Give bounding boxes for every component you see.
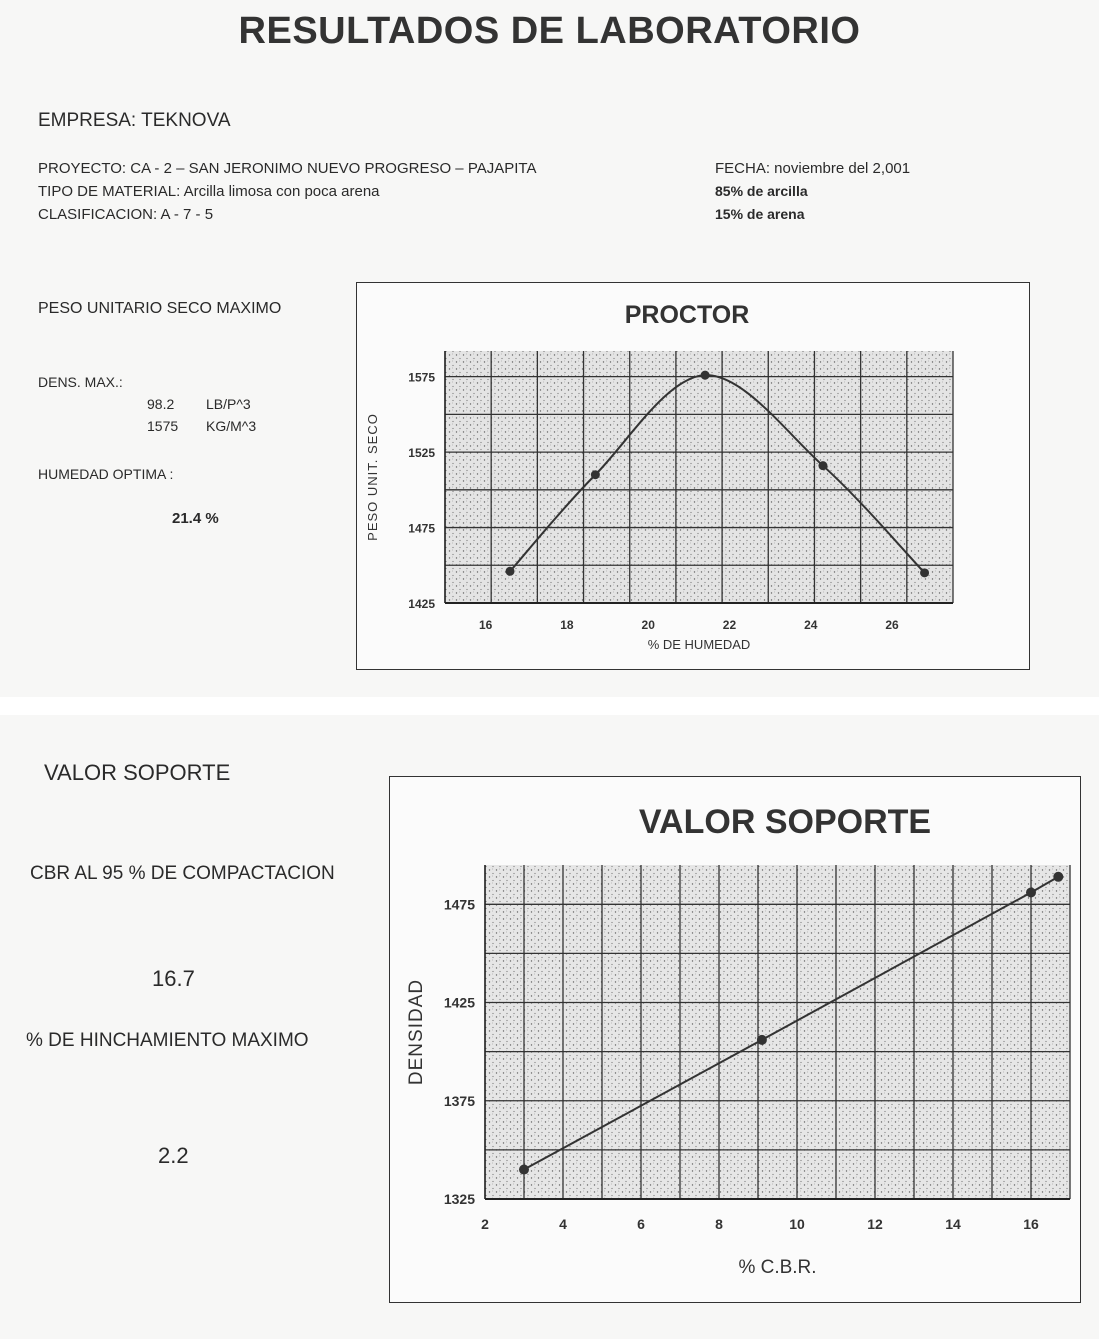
material-type-label: TIPO DE MATERIAL: Arcilla limosa con poc…	[38, 183, 380, 200]
y-tick-label: 1375	[444, 1093, 475, 1109]
data-point	[519, 1164, 529, 1175]
date-label: FECHA: noviembre del 2,001	[715, 160, 911, 177]
y-tick-label: 1525	[408, 446, 435, 460]
x-tick-label: 24	[804, 618, 818, 632]
plot-area	[445, 351, 953, 603]
project-label: PROYECTO: CA - 2 – SAN JERONIMO NUEVO PR…	[38, 160, 537, 177]
dens-lb-value: 98.2	[147, 396, 175, 412]
sand-percent: 15% de arena	[715, 206, 805, 222]
dens-kg-unit: KG/M^3	[206, 418, 257, 434]
y-axis-label: PESO UNIT. SECO	[365, 413, 380, 541]
support-chart-frame: VALOR SOPORTE 2 4 6 8 10 12 14 16 1325 1375 1425 147…	[389, 776, 1081, 1303]
dens-max-label: DENS. MAX.:	[38, 374, 123, 390]
data-point	[1026, 887, 1036, 898]
data-point	[920, 568, 930, 578]
x-tick-label: 2	[481, 1216, 489, 1232]
company-label: EMPRESA: TEKNOVA	[38, 110, 231, 131]
x-tick-label: 14	[945, 1216, 961, 1232]
x-tick-label: 26	[885, 618, 899, 632]
data-point	[818, 461, 828, 471]
series-line	[523, 875, 1059, 1171]
x-tick-label: 16	[1023, 1216, 1039, 1232]
support-value-chart: VALOR SOPORTE 2 4 6 8 10 12 14 16 1325 1375 1425 147…	[406, 803, 1071, 1278]
data-point	[590, 470, 600, 480]
swelling-value: 2.2	[158, 1143, 189, 1168]
data-point	[756, 1034, 767, 1045]
data-point	[700, 370, 710, 380]
swelling-label: % DE HINCHAMIENTO MAXIMO	[26, 1030, 309, 1051]
classification-label: CLASIFICACION: A - 7 - 5	[38, 206, 214, 223]
y-tick-label: 1425	[408, 597, 435, 611]
x-tick-label: 8	[715, 1216, 723, 1232]
page-title: RESULTADOS DE LABORATORIO	[238, 10, 861, 52]
data-point	[505, 566, 515, 576]
clay-percent: 85% de arcilla	[715, 183, 808, 199]
x-tick-label: 4	[559, 1216, 567, 1232]
x-tick-label: 22	[723, 618, 737, 632]
x-tick-label: 12	[867, 1216, 883, 1232]
y-axis-label: DENSIDAD	[406, 979, 427, 1085]
x-axis-label: % DE HUMEDAD	[648, 637, 751, 652]
y-tick-label: 1475	[444, 896, 475, 912]
dens-lb-unit: LB/P^3	[206, 396, 251, 412]
cbr-label: CBR AL 95 % DE COMPACTACION	[30, 863, 335, 884]
support-value-heading: VALOR SOPORTE	[44, 760, 231, 785]
x-tick-label: 10	[789, 1216, 805, 1232]
y-tick-label: 1575	[408, 371, 435, 385]
max-dry-weight-heading: PESO UNITARIO SECO MAXIMO	[38, 300, 282, 317]
chart-title: PROCTOR	[625, 301, 750, 329]
proctor-chart-frame: PROCTOR 16 18 20 22 24 26 1425 1475 1525 1575 % DE …	[356, 282, 1030, 670]
x-axis-label: % C.B.R.	[738, 1257, 816, 1278]
y-tick-label: 1425	[444, 995, 475, 1011]
cbr-value: 16.7	[152, 966, 195, 991]
optimal-moisture-label: HUMEDAD OPTIMA :	[38, 466, 174, 482]
optimal-moisture-value: 21.4 %	[172, 510, 219, 527]
data-point	[1053, 871, 1064, 882]
y-tick-label: 1475	[408, 522, 435, 536]
x-tick-label: 6	[637, 1216, 645, 1232]
x-tick-label: 20	[642, 618, 656, 632]
section-divider	[0, 697, 1099, 715]
x-tick-label: 18	[560, 618, 574, 632]
chart-title: VALOR SOPORTE	[639, 803, 931, 841]
x-tick-label: 16	[479, 618, 493, 632]
dens-kg-value: 1575	[147, 418, 179, 434]
y-tick-label: 1325	[444, 1191, 475, 1207]
proctor-chart: PROCTOR 16 18 20 22 24 26 1425 1475 1525 1575 % DE …	[365, 301, 954, 652]
